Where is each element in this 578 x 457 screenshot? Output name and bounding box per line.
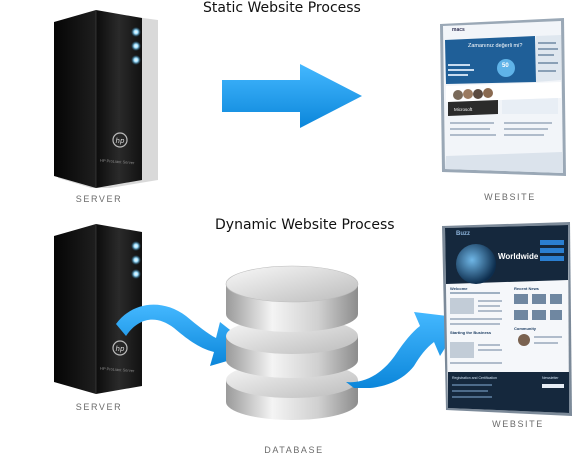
static-site-headline: Zamanınız değerli mi? (468, 43, 523, 49)
status-led (131, 255, 141, 265)
dynamic-process-title: Dynamic Website Process (215, 217, 395, 233)
static-process-title: Static Website Process (203, 0, 361, 16)
dynamic-website-caption: WEBSITE (492, 419, 544, 429)
dynamic-site-section-business: Starting the Business (450, 330, 492, 335)
database-to-website-arrow (340, 298, 470, 393)
status-led (131, 241, 141, 251)
static-website-screenshot: macs Zamanınız değerli mi? 50 Microsoft (440, 18, 568, 176)
dynamic-server: hp HP ProLiant Server (46, 222, 158, 394)
dynamic-website-screenshot: Buzz Worldwide Welcome Recent News Start… (442, 222, 574, 416)
dynamic-site-section-community: Community (514, 326, 536, 331)
static-server-caption: SERVER (75, 194, 123, 204)
static-site-brand: macs (452, 27, 465, 33)
svg-text:hp: hp (116, 345, 125, 353)
server-to-database-arrow (112, 288, 262, 383)
status-led (131, 55, 141, 65)
dynamic-site-hero: Worldwide (498, 252, 539, 261)
status-led (131, 269, 141, 279)
dynamic-site-footer-left: Registration and Certification (452, 376, 497, 380)
database-caption: DATABASE (264, 445, 324, 455)
static-flow-arrow (218, 60, 368, 137)
static-website-caption: WEBSITE (484, 192, 536, 202)
status-led (131, 41, 141, 51)
dynamic-site-footer-right: Newsletter (542, 376, 559, 380)
static-site-number: 50 (502, 63, 509, 69)
dynamic-site-section-welcome: Welcome (450, 286, 468, 291)
database-stack (222, 262, 362, 432)
svg-text:hp: hp (116, 137, 125, 145)
dynamic-site-section-recent: Recent News (514, 286, 539, 291)
dynamic-site-brand: Buzz (456, 231, 470, 237)
static-site-partner: Microsoft (454, 107, 473, 112)
dynamic-server-caption: SERVER (75, 402, 123, 412)
static-server: hp HP ProLiant Server (46, 8, 158, 190)
status-led (131, 27, 141, 37)
